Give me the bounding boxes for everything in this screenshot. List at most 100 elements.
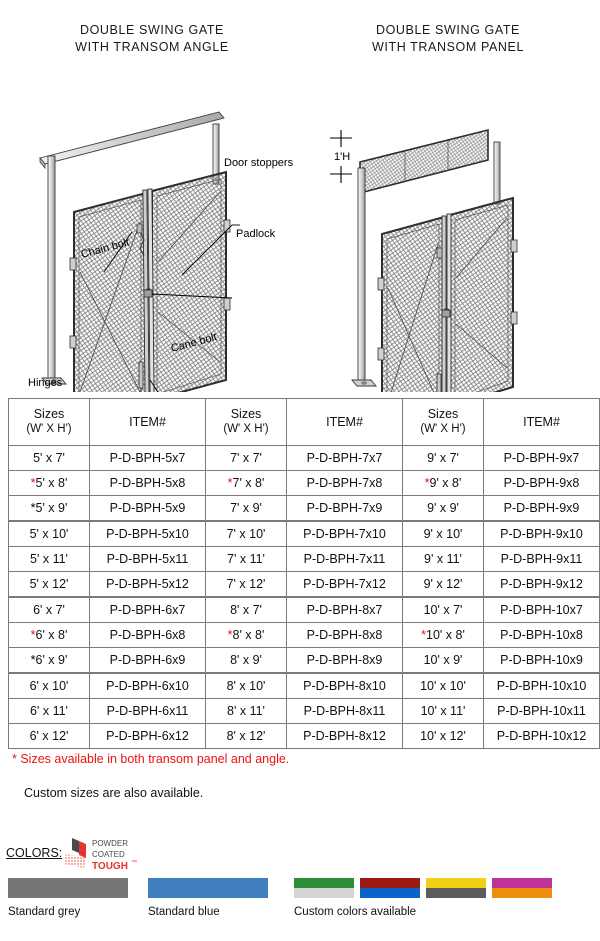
cell-size-col1: 5' x 12' xyxy=(8,571,90,598)
swatch-group-standard-blue: Standard blue xyxy=(148,878,268,918)
cell-size-col2: 7' x 12' xyxy=(205,571,287,598)
size-table-container: Sizes (W' X H') ITEM# Sizes (W' X H') IT… xyxy=(8,398,600,749)
header-sizes-1: Sizes (W' X H') xyxy=(8,398,90,446)
size-table-header-row: Sizes (W' X H') ITEM# Sizes (W' X H') IT… xyxy=(8,398,600,446)
cell-item-col3: P-D-BPH-10x8 xyxy=(483,622,600,648)
swatch-standard-blue xyxy=(148,878,268,898)
cell-size-col1: 6' x 11' xyxy=(8,698,90,724)
cell-size-col3: 9' x 12' xyxy=(402,571,484,598)
gate-leaf-left-right-fig xyxy=(381,215,445,392)
figure-titles: DOUBLE SWING GATE WITH TRANSOM ANGLE DOU… xyxy=(0,22,600,68)
custom-color-swatch xyxy=(294,888,354,898)
gate-leaf-right xyxy=(151,170,227,392)
cell-size-col3: *10' x 8' xyxy=(402,622,484,648)
cell-size-col3: 9' x 11' xyxy=(402,546,484,572)
header-item-2: ITEM# xyxy=(286,398,403,446)
cell-size-col2: 8' x 11' xyxy=(205,698,287,724)
chain-bolt-hardware-right-fig xyxy=(436,247,443,259)
size-asterisk: * xyxy=(30,476,36,490)
cell-item-col1: P-D-BPH-5x10 xyxy=(89,520,206,547)
logo-line-1: POWDER xyxy=(92,839,128,848)
custom-color-swatch xyxy=(294,878,354,888)
cell-item-col3: P-D-BPH-10x11 xyxy=(483,698,600,724)
header-sizes-3: Sizes (W' X H') xyxy=(402,398,484,446)
cell-item-col1: P-D-BPH-6x8 xyxy=(89,622,206,648)
cell-item-col3: P-D-BPH-9x11 xyxy=(483,546,600,572)
size-asterisk: * xyxy=(421,628,427,642)
transom-height-dimension: 1'H xyxy=(330,130,352,183)
cell-item-col1: P-D-BPH-5x12 xyxy=(89,571,206,598)
cell-item-col1: P-D-BPH-6x12 xyxy=(89,723,206,749)
cell-size-col3: 10' x 7' xyxy=(402,596,484,623)
illustration-transom-angle: Chain bolt Door stoppers Padlock Cane bo… xyxy=(28,111,294,392)
cell-item-col1: P-D-BPH-5x11 xyxy=(89,546,206,572)
cell-size-col3: 10' x 12' xyxy=(402,723,484,749)
swatch-caption-standard-blue: Standard blue xyxy=(148,906,220,918)
custom-color-swatch xyxy=(492,888,552,898)
callout-hinges: Hinges xyxy=(28,377,63,389)
swatch-standard-grey xyxy=(8,878,128,898)
chain-bolt-hardware xyxy=(136,223,145,257)
size-table-header: Sizes (W' X H') ITEM# Sizes (W' X H') IT… xyxy=(8,398,600,446)
custom-color-swatch xyxy=(360,888,420,898)
illustration-transom-panel: 1'H xyxy=(330,128,518,392)
cell-size-col2: 8' x 9' xyxy=(205,647,287,674)
support-post-left xyxy=(41,155,67,385)
size-asterisk: * xyxy=(227,476,233,490)
size-asterisk: * xyxy=(227,628,233,642)
swatch-group-standard-grey: Standard grey xyxy=(8,878,128,918)
cell-item-col1: P-D-BPH-5x8 xyxy=(89,470,206,496)
cell-size-col1: 6' x 7' xyxy=(8,596,90,623)
cell-size-col1: *5' x 9' xyxy=(8,495,90,522)
colors-label: COLORS: xyxy=(6,846,63,860)
header-item-3: ITEM# xyxy=(483,398,600,446)
cell-item-col2: P-D-BPH-7x8 xyxy=(286,470,403,496)
cell-size-col2: *7' x 8' xyxy=(205,470,287,496)
callout-padlock: Padlock xyxy=(236,228,276,240)
cell-item-col3: P-D-BPH-9x12 xyxy=(483,571,600,598)
cell-item-col2: P-D-BPH-7x10 xyxy=(286,520,403,547)
center-stiles-right-fig xyxy=(441,213,452,392)
cell-item-col3: P-D-BPH-9x8 xyxy=(483,470,600,496)
custom-color-swatch xyxy=(360,878,420,888)
gate-leaf-right-right-fig xyxy=(449,196,514,392)
size-asterisk: * xyxy=(30,628,36,642)
cell-item-col3: P-D-BPH-9x7 xyxy=(483,445,600,471)
cell-size-col1: *6' x 8' xyxy=(8,622,90,648)
padlock-hardware xyxy=(143,288,153,298)
cell-item-col3: P-D-BPH-10x9 xyxy=(483,647,600,674)
figure-title-transom-angle: DOUBLE SWING GATE WITH TRANSOM ANGLE xyxy=(75,23,229,54)
padlock-hardware-right-fig xyxy=(441,308,451,318)
cell-item-col1: P-D-BPH-5x9 xyxy=(89,495,206,522)
transom-mesh-panel xyxy=(359,128,489,195)
custom-color-grid xyxy=(294,878,552,898)
size-asterisk: * xyxy=(30,501,36,515)
cell-item-col2: P-D-BPH-7x12 xyxy=(286,571,403,598)
cell-size-col3: 9' x 7' xyxy=(402,445,484,471)
header-sizes-sub-1: (W' X H') xyxy=(26,423,72,435)
cell-item-col3: P-D-BPH-10x12 xyxy=(483,723,600,749)
cell-item-col2: P-D-BPH-7x7 xyxy=(286,445,403,471)
logo-line-2: COATED xyxy=(92,850,125,859)
cell-item-col3: P-D-BPH-10x10 xyxy=(483,672,600,699)
cell-size-col3: 10' x 10' xyxy=(402,672,484,699)
footnote-custom-sizes: Custom sizes are also available. xyxy=(24,786,204,800)
custom-color-swatch xyxy=(426,888,486,898)
cell-item-col1: P-D-BPH-6x11 xyxy=(89,698,206,724)
cell-size-col1: 6' x 10' xyxy=(8,672,90,699)
cell-size-col2: *8' x 8' xyxy=(205,622,287,648)
header-sizes-main-1: Sizes xyxy=(33,407,65,421)
transom-angle-bar xyxy=(39,111,225,170)
header-sizes-2: Sizes (W' X H') xyxy=(205,398,287,446)
cell-size-col2: 7' x 9' xyxy=(205,495,287,522)
cell-size-col1: 5' x 10' xyxy=(8,520,90,547)
header-sizes-main-3: Sizes xyxy=(427,407,459,421)
cell-size-col2: 7' x 7' xyxy=(205,445,287,471)
cell-size-col1: *5' x 8' xyxy=(8,470,90,496)
footnote-star-note: * Sizes available in both transom panel … xyxy=(12,752,290,766)
cell-size-col3: 10' x 11' xyxy=(402,698,484,724)
header-item-1: ITEM# xyxy=(89,398,206,446)
callout-leaders-left xyxy=(103,224,240,392)
